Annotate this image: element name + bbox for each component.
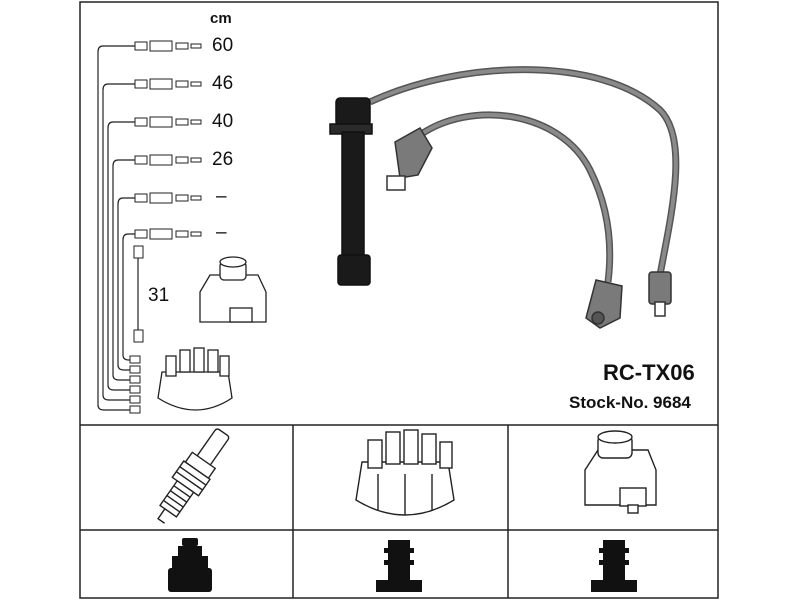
connector-row-1 bbox=[134, 40, 202, 52]
part-name: RC-TX06 bbox=[603, 360, 695, 385]
elbow-boot-gray bbox=[386, 126, 433, 191]
distributor-cap-small-icon bbox=[157, 347, 233, 411]
length-label-2: 46 bbox=[212, 73, 234, 94]
connector-row-3 bbox=[134, 116, 202, 128]
connector-row-5 bbox=[134, 192, 202, 204]
unit-label: cm bbox=[210, 10, 232, 27]
length-label-3: 40 bbox=[212, 111, 234, 132]
coil-connector-icon bbox=[591, 540, 637, 592]
ignition-coil-icon bbox=[584, 430, 657, 514]
frame-lines bbox=[79, 1, 719, 599]
wire-connectors bbox=[129, 40, 202, 414]
stock-number: Stock-No. 9684 bbox=[569, 393, 691, 412]
connector-row-6 bbox=[134, 228, 202, 240]
cap-end-boot-gray bbox=[585, 279, 623, 329]
length-label-5: – bbox=[216, 186, 227, 207]
cap-terminal-connectors bbox=[129, 355, 141, 414]
distributor-cap-icon bbox=[355, 429, 455, 516]
coil-lead-length-label: 31 bbox=[148, 285, 170, 306]
cap-connector-icon bbox=[376, 540, 422, 592]
connector-row-2 bbox=[134, 78, 202, 90]
plug-boot-black bbox=[329, 97, 373, 286]
connector-row-4 bbox=[134, 154, 202, 166]
cable-set-illustration bbox=[368, 66, 680, 283]
coil-lead-connectors bbox=[133, 245, 144, 343]
ignition-coil-small-icon bbox=[199, 256, 267, 323]
length-label-4: 26 bbox=[212, 149, 234, 170]
wire-schematic bbox=[97, 45, 139, 411]
coil-end-boot-gray bbox=[648, 271, 672, 317]
plug-connector-icon bbox=[168, 538, 212, 592]
spark-plug-icon bbox=[157, 428, 230, 524]
length-label-1: 60 bbox=[212, 35, 234, 56]
length-label-6: – bbox=[216, 222, 227, 243]
